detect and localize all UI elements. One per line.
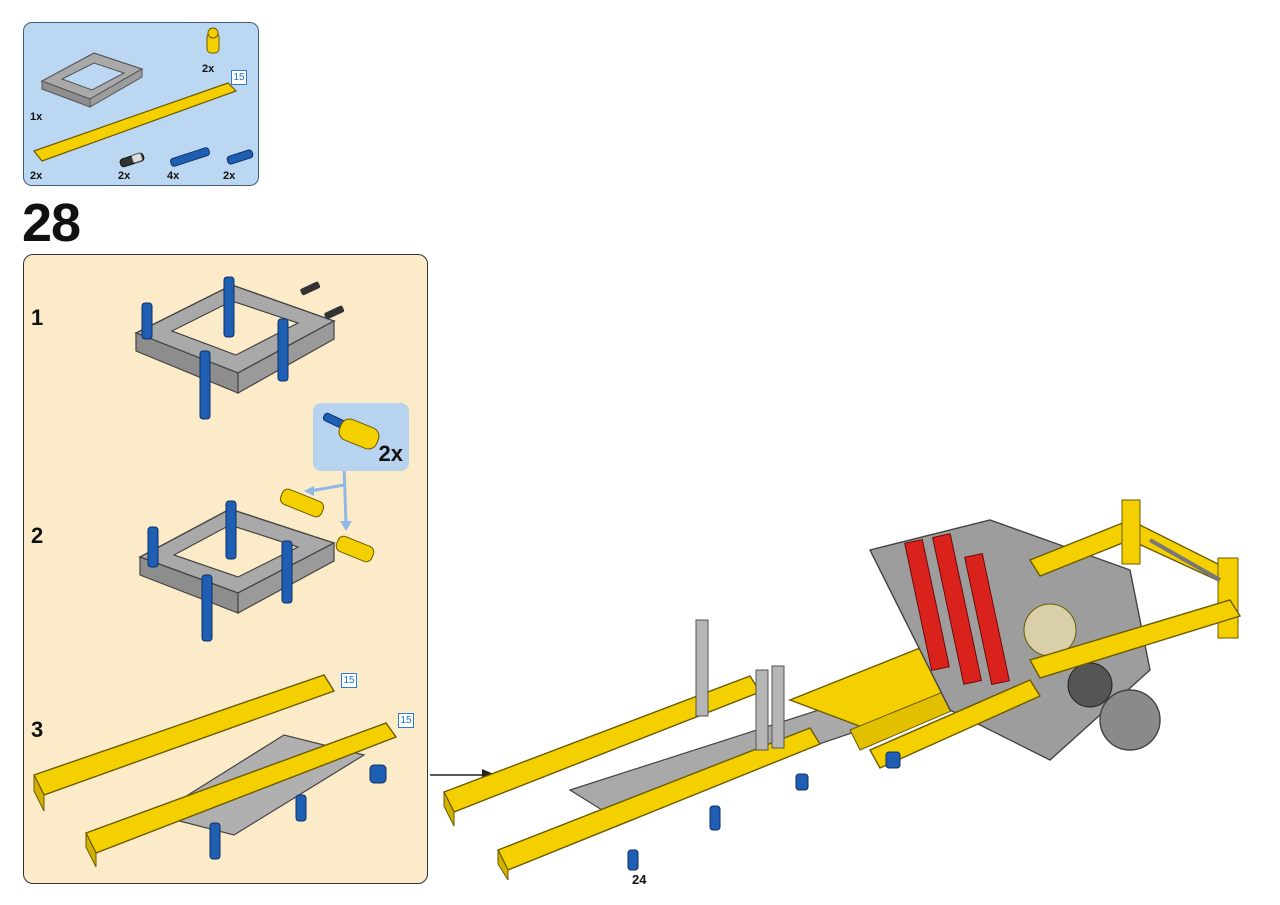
callout-yellow-pin-image xyxy=(322,412,380,450)
blue-pin-qty: 2x xyxy=(223,170,236,182)
substep-1-assembly xyxy=(134,276,345,420)
yellow-pin-qty: 2x xyxy=(202,63,215,75)
yellow-beam-image xyxy=(33,82,238,162)
substep-2-assembly xyxy=(138,466,375,642)
substep-2-callout: 2x xyxy=(313,403,409,471)
main-model-illustration xyxy=(430,499,1242,880)
substep-3-assembly xyxy=(33,674,398,868)
length-badge: 15 xyxy=(231,70,247,85)
step-number: 28 xyxy=(22,193,81,253)
substep-panel: 1 2 3 2x 15 15 xyxy=(23,254,428,884)
beam-qty: 2x xyxy=(30,170,43,182)
blue-axle-pin-image xyxy=(226,149,254,165)
long-blue-pin-qty: 4x xyxy=(167,170,180,182)
page-number: 24 xyxy=(632,872,647,887)
substep-1-number: 1 xyxy=(31,305,44,330)
parts-list-box: 1x 2x 15 2x 2x 4x 2x xyxy=(23,22,259,186)
callout-qty: 2x xyxy=(378,441,403,466)
substep-3-number: 3 xyxy=(31,717,44,742)
black-pin-qty: 2x xyxy=(118,170,131,182)
yellow-pin-image xyxy=(206,27,220,54)
substep-3-length-badge-2: 15 xyxy=(398,713,414,728)
substep-2-number: 2 xyxy=(31,523,44,548)
long-blue-pin-image xyxy=(170,147,210,167)
parts-illustrations xyxy=(33,27,254,168)
frame-part-image xyxy=(40,52,144,108)
substep-3-length-badge-1: 15 xyxy=(341,673,357,688)
substep-illustrations xyxy=(33,276,398,868)
frame-qty: 1x xyxy=(30,111,43,123)
black-pin-image xyxy=(119,152,145,168)
